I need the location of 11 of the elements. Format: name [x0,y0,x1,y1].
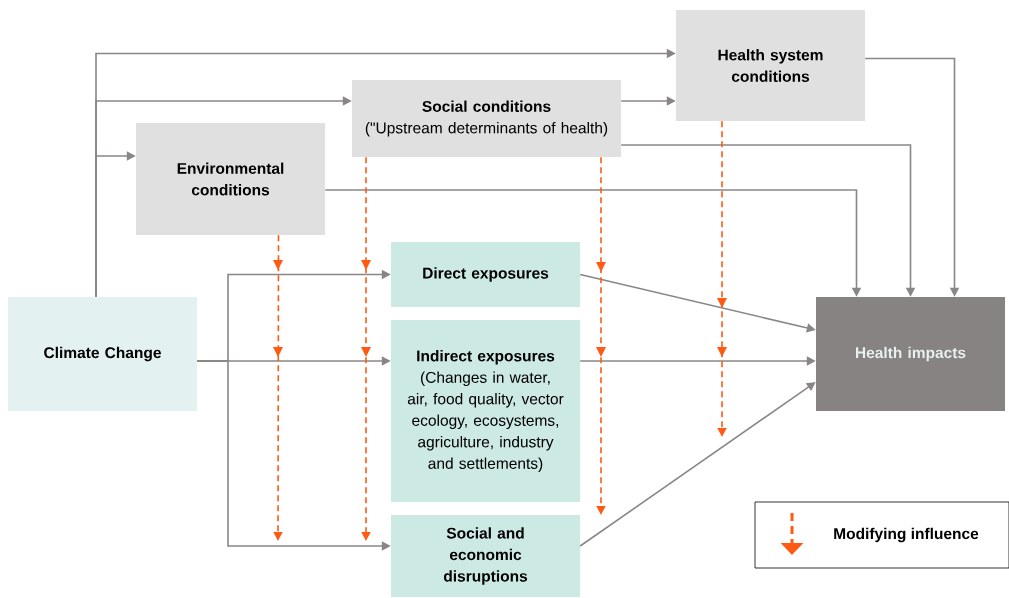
arrow [579,382,816,547]
process-box: Health impacts [816,297,1005,411]
process-box: Social conditions ("Upstream determinants of health) [352,80,621,157]
legend-text: Modifying influence [834,527,979,543]
dashed-arrow [717,120,727,437]
process-box: Health system conditions [676,10,865,121]
process-box: Direct exposures [391,242,580,307]
process-box: Indirect exposures (Changes in water, air, food quality, vector ecology, ecosystems, agriculture, industry and settlements) [391,320,580,502]
process-box: Climate Change [8,297,197,411]
process-box: Environmental conditions [136,123,325,235]
process-box: Social and economic disruptions [391,515,580,597]
